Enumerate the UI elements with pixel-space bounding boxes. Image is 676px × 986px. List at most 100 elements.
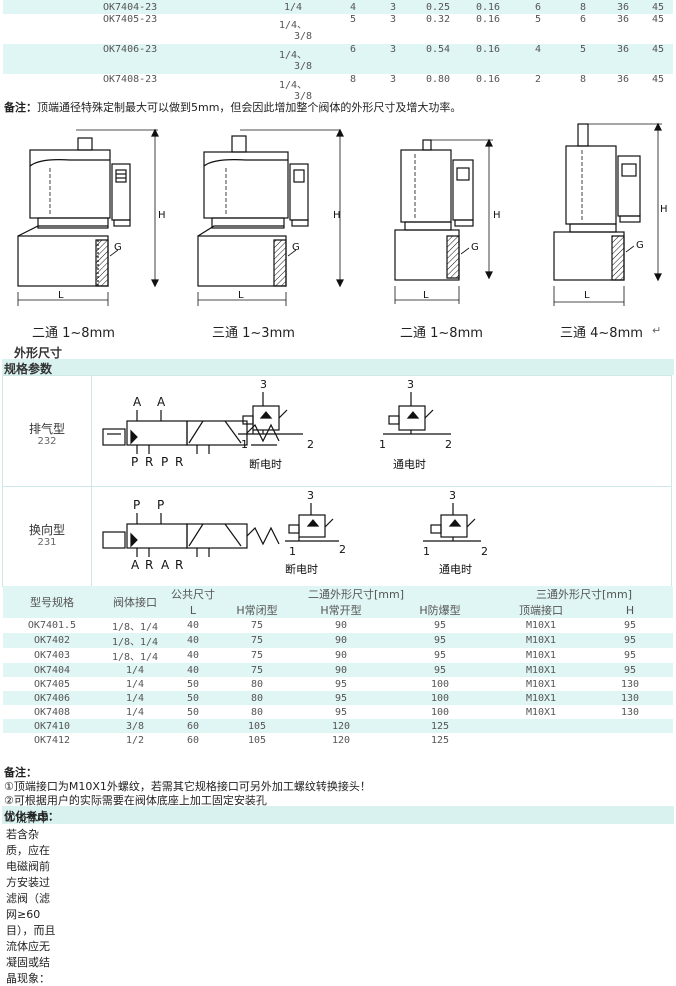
table-cell: 1/4 [101, 705, 169, 719]
table-cell: 95 [587, 663, 674, 677]
table-cell: 0.80 [413, 74, 463, 104]
foot-note-1: ①顶端接口为M10X1外螺纹，若需其它规格接口可另外加工螺纹转换接头！ [4, 780, 371, 793]
table-cell: 1/8、1/4 [101, 618, 169, 633]
table-cell: OK7410 [3, 719, 101, 733]
table-cell: 45 [643, 44, 673, 74]
state-caption: 通电时 [439, 563, 472, 576]
table-cell: OK7402 [3, 633, 101, 648]
table-cell: OK7405 [3, 677, 101, 691]
port-label: R [175, 558, 183, 572]
table-cell: 1/4、3/8 [253, 44, 333, 74]
table-cell: 45 [643, 0, 673, 14]
table-cell: 40 [169, 663, 217, 677]
table-cell: 95 [587, 648, 674, 663]
table-cell: 90 [297, 633, 385, 648]
port-num: 3 [260, 378, 267, 391]
drawing-three-way-1: H G L [197, 128, 344, 306]
table-cell: M10X1 [495, 691, 588, 705]
table-subheader-row: L H常闭型 H常开型 H防爆型 顶端接口 H [3, 602, 674, 618]
drawing-caption-4: 三通 4~8mm [560, 326, 643, 341]
col-three-way: 三通外形尺寸[mm] [495, 586, 674, 602]
table-cell: OK7406-23 [3, 44, 253, 74]
table-cell: 125 [385, 733, 496, 747]
table-cell: 60 [169, 733, 217, 747]
table-cell: OK7406 [3, 691, 101, 705]
table-cell: 36 [603, 0, 643, 14]
table-cell: OK7408-23 [3, 74, 253, 104]
port-label: A [133, 395, 142, 409]
table-cell: OK7401.5 [3, 618, 101, 633]
table-cell: 40 [169, 633, 217, 648]
drawing-caption-3: 二通 1~8mm [400, 326, 483, 341]
l-letter: L [423, 290, 429, 301]
foot-note-2: ②可根据用户的实际需要在阀体底座上加工固定安装孔 [4, 794, 267, 807]
table-cell: 125 [385, 719, 496, 733]
spec-bar: 规格参数 [2, 359, 674, 376]
g-letter: G [114, 242, 122, 253]
port-label: A [157, 395, 166, 409]
h-letter: H [660, 204, 668, 215]
g-letter: G [471, 242, 479, 253]
port-num: 2 [339, 543, 346, 556]
port-line-2: 3/8 [293, 31, 313, 42]
port-num: 1 [241, 438, 248, 451]
table-cell: 95 [385, 663, 496, 677]
table-cell: 50 [169, 705, 217, 719]
port-num: 2 [481, 545, 488, 558]
port-line-1: 1/4、 [278, 50, 308, 61]
table-cell: 1/4 [101, 677, 169, 691]
port-label: A [131, 558, 140, 572]
optimize-body: ①流体中若含杂质，应在电磁阀前方安装过滤阀（滤网≥60目），而且流体应无凝固或结… [6, 812, 56, 985]
table-cell: 3 [373, 74, 413, 104]
col-h-open: H常开型 [297, 602, 385, 618]
table-cell: 95 [297, 691, 385, 705]
port-line-1: 1/4、 [278, 80, 308, 91]
port-label: A [161, 558, 170, 572]
table-cell: 120 [297, 719, 385, 733]
col-L: L [169, 602, 217, 618]
table-cell: OK7412 [3, 733, 101, 747]
table-cell: 75 [217, 648, 297, 663]
col-common: 公共尺寸 [169, 586, 217, 602]
table-cell: 80 [217, 691, 297, 705]
table-cell: M10X1 [495, 618, 588, 633]
port-label: R [145, 455, 153, 469]
table-cell: 0.16 [463, 0, 513, 14]
port-line-2: 3/8 [293, 61, 313, 72]
table-cell: M10X1 [495, 663, 588, 677]
col-two-way: 二通外形尺寸[mm] [217, 586, 496, 602]
table-cell: 100 [385, 691, 496, 705]
table-cell: 8 [563, 74, 603, 104]
return-mark: ↵ [652, 324, 662, 337]
table-cell: 80 [217, 705, 297, 719]
note-top: 备注：顶端通径特殊定制最大可以做到5mm，但会因此增加整个阀体的外形尺寸及增大功… [4, 99, 461, 115]
spec-row-reversing: 换向型 231 P P A R A [3, 487, 671, 586]
table-cell: 40 [169, 618, 217, 633]
drawing-three-way-2: H G L [553, 122, 668, 306]
table-cell: 50 [169, 691, 217, 705]
table-cell: 120 [297, 733, 385, 747]
col-h-closed: H常闭型 [217, 602, 297, 618]
state-caption: 通电时 [393, 458, 426, 471]
table-cell: 95 [385, 618, 496, 633]
table-cell: 8 [333, 74, 373, 104]
col-top-port: 顶端接口 [495, 602, 588, 618]
table-cell: 95 [297, 705, 385, 719]
table-cell: 75 [217, 663, 297, 677]
table-cell: 75 [217, 633, 297, 648]
table-cell [495, 733, 588, 747]
table-cell [495, 719, 588, 733]
table-cell: M10X1 [495, 633, 588, 648]
table-cell: 3 [373, 14, 413, 44]
port-num: 3 [407, 378, 414, 391]
port-label: P [161, 455, 168, 469]
col-H: H [587, 602, 674, 618]
table-cell: 95 [385, 633, 496, 648]
